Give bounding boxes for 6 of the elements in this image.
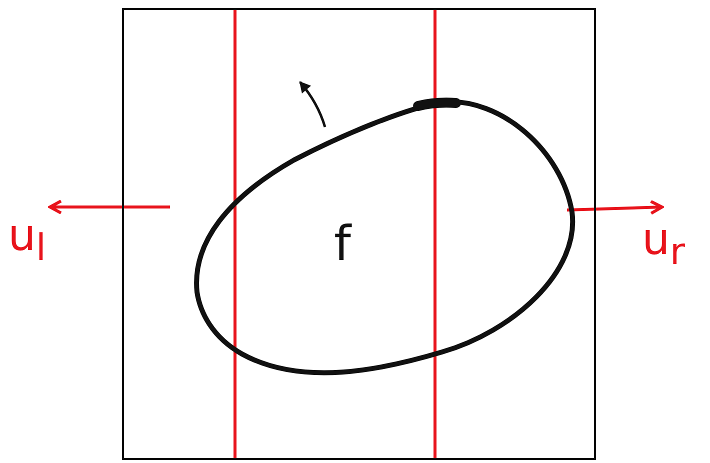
square-domain bbox=[122, 8, 596, 460]
variable-label: u$_{r}$ bbox=[642, 218, 685, 270]
region-label: f bbox=[334, 220, 351, 268]
variable-label: u$_{l}$ bbox=[8, 214, 46, 266]
arrow bbox=[48, 200, 170, 214]
arrow bbox=[566, 200, 664, 215]
